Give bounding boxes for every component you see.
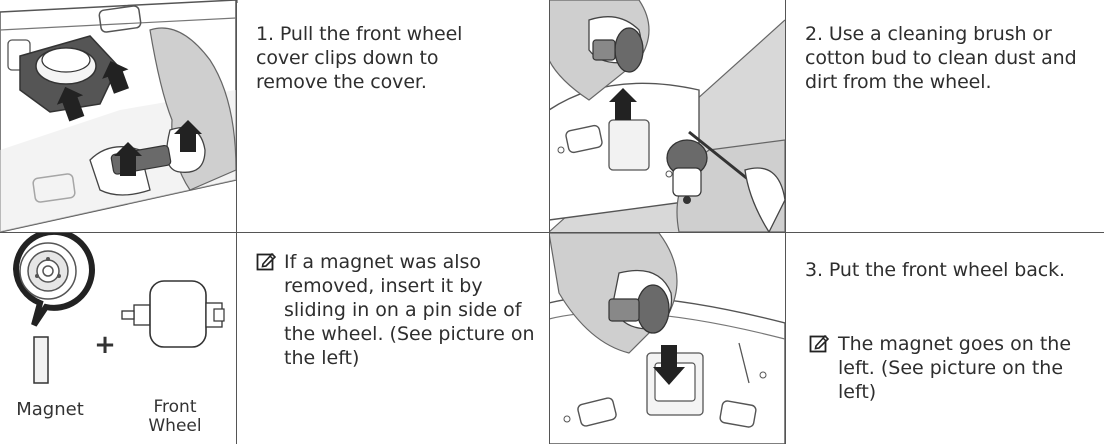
step-1: 1. Pull the front wheel cover clips down… [256,22,486,94]
plus-sign: + [90,336,120,355]
table-divider [0,232,1104,233]
table-divider [236,0,237,444]
step-text: Use a cleaning brush or cotton bud to cl… [805,23,1077,93]
note-magnet-insert: If a magnet was also removed, insert it … [284,250,544,370]
note-pencil-icon [256,251,276,271]
illustration-replace-wheel [549,233,785,444]
magnet-label: Magnet [10,400,90,419]
step-number: 3. [805,258,823,282]
step-2: 2. Use a cleaning brush or cotton bud to… [805,22,1095,94]
step-text: Put the front wheel back. [829,259,1065,281]
note-pencil-icon [809,333,829,353]
front-wheel-label-line1: Front [140,398,210,417]
illustration-remove-cover [0,0,236,232]
illustration-clean-wheel [549,0,785,232]
note-magnet-left: The magnet goes on the left. (See pictur… [838,332,1100,404]
table-divider [785,0,786,444]
step-3: 3. Put the front wheel back. [805,258,1065,282]
front-wheel-label-line2: Wheel [140,417,210,436]
step-text: Pull the front wheel cover clips down to… [256,23,462,93]
magnet-bar-icon [34,337,48,383]
step-number: 2. [805,22,823,46]
step-number: 1. [256,22,274,46]
table-divider [549,0,550,444]
